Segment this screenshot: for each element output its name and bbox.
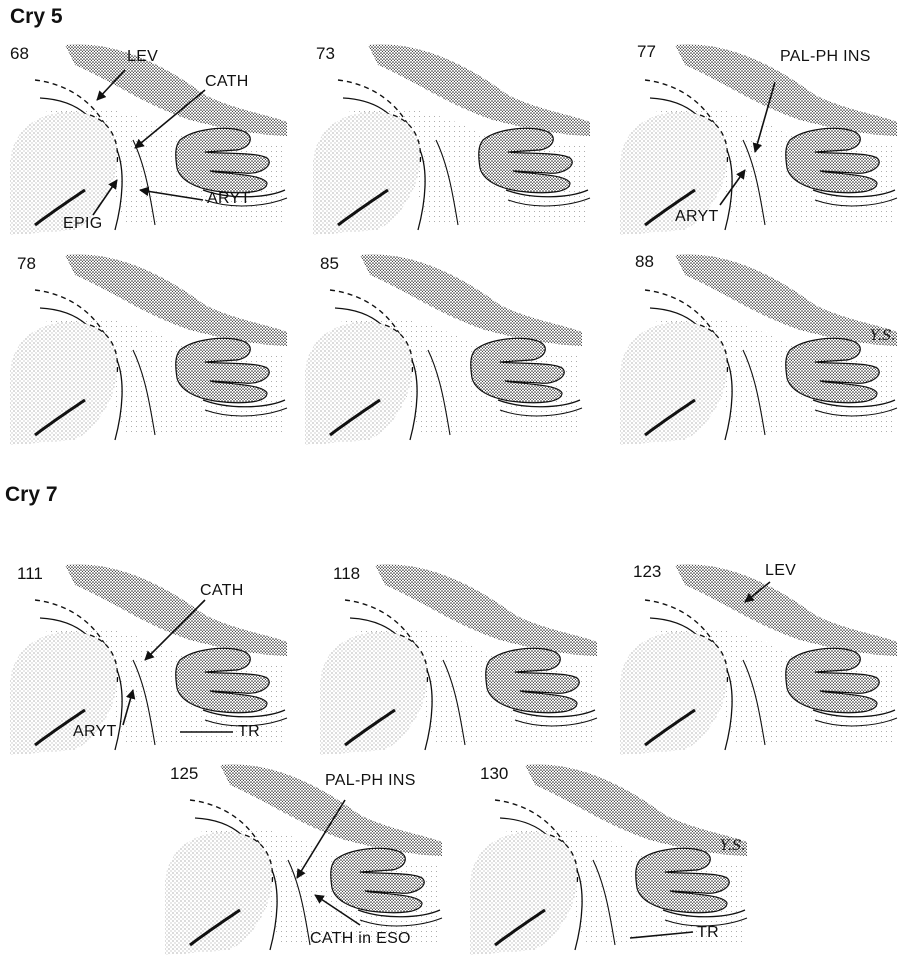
label-cath: CATH — [205, 73, 249, 91]
frame-number: 125 — [170, 764, 198, 784]
label-tr: TR — [238, 723, 260, 741]
frame-number: 78 — [17, 254, 36, 274]
label-cath: CATH — [200, 582, 244, 600]
anatomy-drawing — [615, 560, 905, 760]
diagram-panel-88: 88 Y.S. — [615, 250, 905, 450]
label-tr: TR — [697, 924, 719, 942]
frame-number: 111 — [17, 564, 43, 584]
frame-number: 73 — [316, 44, 335, 64]
label-pal-ph-ins: PAL-PH INS — [325, 772, 416, 790]
label-lev: LEV — [127, 48, 158, 66]
anatomy-drawing — [615, 250, 905, 450]
frame-number: 68 — [10, 44, 29, 64]
diagram-panel-111: 111 CATH ARYT TR — [5, 560, 295, 760]
anatomy-drawing — [5, 40, 295, 240]
label-aryt: ARYT — [73, 723, 117, 741]
diagram-panel-85: 85 — [300, 250, 590, 450]
diagram-panel-78: 78 — [5, 250, 295, 450]
label-pal-ph-ins: PAL-PH INS — [780, 48, 871, 66]
diagram-panel-68: 68 LEV CATH EPIG ARYT — [5, 40, 295, 240]
diagram-panel-125: 125 PAL-PH INS CATH in ESO — [160, 760, 450, 960]
diagram-panel-73: 73 — [308, 40, 598, 240]
frame-number: 85 — [320, 254, 339, 274]
anatomy-drawing — [308, 40, 598, 240]
section-title-cry-5: Cry 5 — [10, 5, 63, 29]
anatomy-drawing — [315, 560, 605, 760]
frame-number: 123 — [633, 562, 661, 582]
diagram-panel-77: 77 PAL-PH INS ARYT — [615, 40, 905, 240]
frame-number: 88 — [635, 252, 654, 272]
frame-number: 118 — [333, 564, 360, 584]
frame-number: 130 — [480, 764, 508, 784]
label-aryt: ARYT — [675, 208, 719, 226]
frame-number: 77 — [637, 42, 656, 62]
label-aryt: ARYT — [207, 190, 251, 208]
label-lev: LEV — [765, 562, 796, 580]
anatomy-drawing — [300, 250, 590, 450]
diagram-panel-123: 123 LEV — [615, 560, 905, 760]
anatomy-drawing — [615, 40, 905, 240]
artist-initials: Y.S. — [870, 328, 895, 344]
label-cath-in-eso: CATH in ESO — [310, 930, 411, 948]
diagram-panel-130: 130 Y.S. TR — [465, 760, 755, 960]
artist-initials: Y.S. — [720, 838, 745, 854]
diagram-panel-118: 118 — [315, 560, 605, 760]
anatomy-drawing — [5, 250, 295, 450]
section-title-cry-7: Cry 7 — [5, 483, 58, 507]
label-epig: EPIG — [63, 215, 102, 233]
